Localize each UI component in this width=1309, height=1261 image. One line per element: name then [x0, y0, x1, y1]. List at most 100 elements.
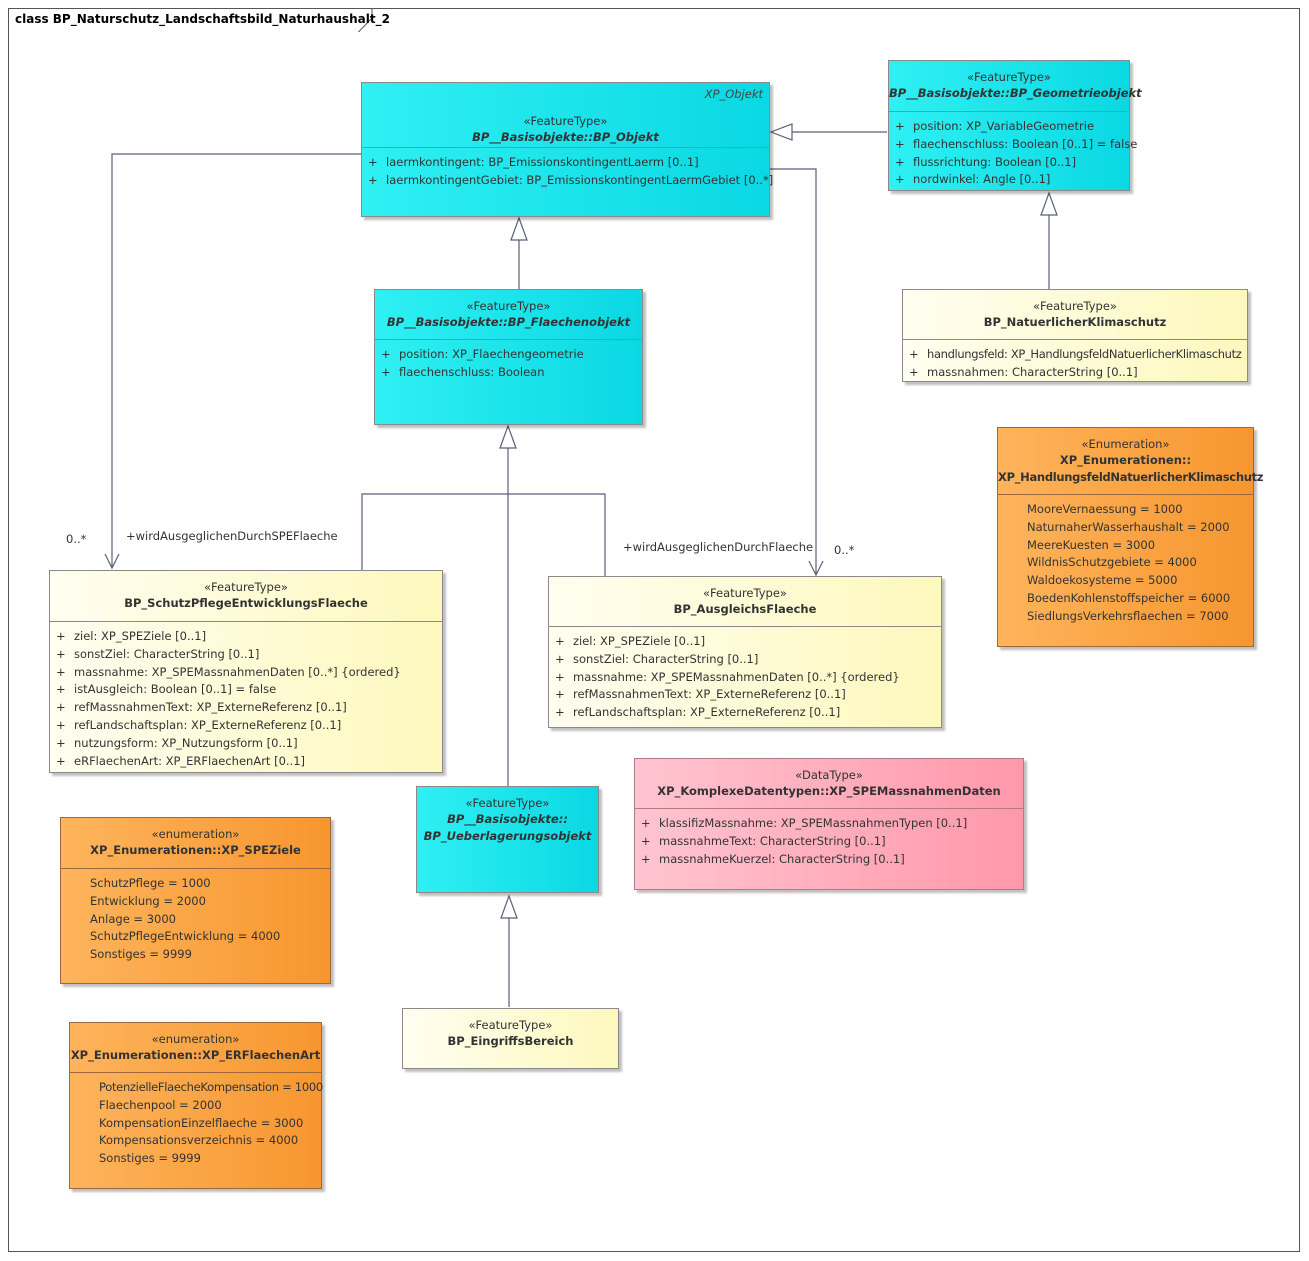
enum-literal: SiedlungsVerkehrsflaechen = 7000 [1027, 608, 1229, 623]
diagram-frame [8, 8, 1300, 1252]
enum-literal: Sonstiges = 9999 [99, 1151, 201, 1166]
stereotype: «DataType» [795, 768, 863, 782]
literal-list: PotenzielleFlaecheKompensation = 1000 Fl… [70, 1072, 323, 1168]
multiplicity-spe: 0..* [66, 532, 87, 546]
attribute-row: +massnahmeText: CharacterString [0..1] [641, 833, 886, 848]
attribute-list: +position: XP_Flaechengeometrie +flaeche… [375, 339, 642, 382]
stereotype: «FeatureType» [1033, 299, 1117, 313]
enum-literal: MooreVernaessung = 1000 [1027, 502, 1183, 516]
enum-name-line1: XP_Enumerationen:: [1059, 453, 1192, 467]
attribute-list: +klassifizMassnahme: XP_SPEMassnahmenTyp… [635, 808, 1023, 868]
attribute-row: +position: XP_VariableGeometrie [895, 119, 1095, 133]
attribute-list: +position: XP_VariableGeometrie +flaeche… [889, 111, 1138, 189]
frame-title: class BP_Naturschutz_Landschaftsbild_Nat… [15, 12, 390, 26]
class-name: BP__Basisobjekte::BP_Flaechenobjekt [386, 315, 631, 329]
enum-literal: KompensationEinzelflaeche = 3000 [99, 1115, 304, 1130]
stereotype: «FeatureType» [204, 580, 288, 594]
parent-tag: XP_Objekt [704, 87, 763, 101]
role-ausgleich: +wirdAusgeglichenDurchFlaeche [623, 540, 814, 554]
attribute-row: +massnahmen: CharacterString [0..1] [909, 364, 1138, 379]
attribute-row: +flussrichtung: Boolean [0..1] [895, 154, 1077, 169]
attribute-row: +position: XP_Flaechengeometrie [381, 347, 584, 361]
attribute-row: +sonstZiel: CharacterString [0..1] [555, 651, 759, 666]
class-name-line2: BP_Ueberlagerungsobjekt [423, 829, 592, 843]
attribute-row: +refMassnahmenText: XP_ExterneReferenz [… [555, 687, 846, 702]
class-bp-flaechenobjekt[interactable]: «FeatureType» BP__Basisobjekte::BP_Flaec… [374, 289, 643, 425]
attribute-row: +ziel: XP_SPEZiele [0..1] [56, 629, 207, 643]
enum-literal: Waldoekosysteme = 5000 [1027, 573, 1178, 588]
class-bp-eingriffsbereich[interactable]: «FeatureType» BP_EingriffsBereich [402, 1008, 619, 1069]
literal-list: SchutzPflege = 1000 Entwicklung = 2000 A… [61, 868, 330, 964]
attribute-row: +refLandschaftsplan: XP_ExterneReferenz … [56, 717, 342, 732]
assoc-line-ausgleich [770, 168, 817, 575]
class-name: BP_AusgleichsFlaeche [673, 602, 817, 616]
attribute-row: +massnahmeKuerzel: CharacterString [0..1… [641, 851, 905, 866]
enum-literal: Sonstiges = 9999 [90, 947, 192, 962]
stereotype: «FeatureType» [465, 796, 550, 810]
class-name: BP__Basisobjekte::BP_Objekt [472, 130, 659, 144]
class-name-line1: BP__Basisobjekte:: [447, 812, 568, 826]
attribute-list: +ziel: XP_SPEZiele [0..1] +sonstZiel: Ch… [549, 626, 941, 722]
attribute-row: +sonstZiel: CharacterString [0..1] [56, 646, 260, 661]
enum-literal: NaturnaherWasserhaushalt = 2000 [1027, 519, 1230, 534]
stereotype: «FeatureType» [967, 70, 1051, 84]
enum-literal: SchutzPflegeEntwicklung = 4000 [90, 929, 281, 944]
enum-name: XP_Enumerationen::XP_ERFlaechenArt [70, 1048, 321, 1062]
enum-literal: SchutzPflege = 1000 [90, 876, 211, 890]
gen-arrow-flaechenobjekt [499, 424, 517, 449]
enum-literal: PotenzielleFlaecheKompensation = 1000 [99, 1080, 323, 1094]
stereotype: «FeatureType» [703, 586, 787, 600]
enum-xp-speziele[interactable]: «enumeration» XP_Enumerationen::XP_SPEZi… [60, 817, 331, 984]
class-bp-objekt[interactable]: XP_Objekt «FeatureType» BP__Basisobjekte… [361, 82, 774, 217]
class-bp-geometrieobjekt[interactable]: «FeatureType» BP__Basisobjekte::BP_Geome… [888, 60, 1142, 191]
stereotype: «Enumeration» [1081, 437, 1170, 451]
attribute-row: +laermkontingentGebiet: BP_Emissionskont… [368, 172, 774, 187]
enum-xp-erflaechenart[interactable]: «enumeration» XP_Enumerationen::XP_ERFla… [69, 1022, 323, 1189]
attribute-row: +flaechenschluss: Boolean [0..1] = false [895, 136, 1138, 151]
attribute-list: +ziel: XP_SPEZiele [0..1] +sonstZiel: Ch… [50, 621, 442, 770]
attribute-row: +eRFlaechenArt: XP_ERFlaechenArt [0..1] [56, 753, 306, 768]
attribute-row: +ziel: XP_SPEZiele [0..1] [555, 634, 706, 648]
literal-list: MooreVernaessung = 1000 NaturnaherWasser… [998, 494, 1253, 626]
enum-literal: Anlage = 3000 [90, 911, 176, 926]
gen-arrow-geometrie [1040, 191, 1058, 216]
role-spe: +wirdAusgeglichenDurchSPEFlaeche [126, 529, 338, 543]
stereotype: «FeatureType» [523, 114, 608, 128]
enum-literal: MeereKuesten = 3000 [1027, 537, 1156, 552]
enum-literal: WildnisSchutzgebiete = 4000 [1027, 555, 1197, 570]
stereotype: «FeatureType» [466, 299, 551, 313]
attribute-row: +klassifizMassnahme: XP_SPEMassnahmenTyp… [641, 816, 968, 830]
assoc-arrow-spe [104, 553, 120, 570]
class-bp-ueberlagerungsobjekt[interactable]: «FeatureType» BP__Basisobjekte:: BP_Uebe… [416, 786, 599, 893]
attribute-row: +refMassnahmenText: XP_ExterneReferenz [… [56, 700, 347, 715]
enum-literal: Kompensationsverzeichnis = 4000 [99, 1133, 299, 1148]
enum-name-line2: XP_HandlungsfeldNatuerlicherKlimaschutz [998, 470, 1264, 484]
class-name: XP_KomplexeDatentypen::XP_SPEMassnahmenD… [657, 784, 1001, 798]
enum-name: XP_Enumerationen::XP_SPEZiele [90, 843, 301, 857]
frame-title-tab [8, 8, 373, 32]
attribute-list: +laermkontingent: BP_Emissionskontingent… [362, 147, 774, 190]
multiplicity-ausgleich: 0..* [834, 543, 855, 557]
attribute-row: +flaechenschluss: Boolean [381, 364, 545, 379]
attribute-row: +massnahme: XP_SPEMassnahmenDaten [0..*]… [555, 669, 900, 684]
attribute-row: +istAusgleich: Boolean [0..1] = false [56, 682, 277, 697]
enum-literal: Entwicklung = 2000 [90, 893, 206, 908]
attribute-row: +nutzungsform: XP_Nutzungsform [0..1] [56, 735, 298, 750]
enum-xp-handlungsfeld[interactable]: «Enumeration» XP_Enumerationen:: XP_Hand… [997, 427, 1264, 647]
enum-literal: BoedenKohlenstoffspeicher = 6000 [1027, 590, 1231, 605]
stereotype: «enumeration» [151, 1032, 240, 1046]
attribute-row: +massnahme: XP_SPEMassnahmenDaten [0..*]… [56, 664, 401, 679]
stereotype: «enumeration» [151, 827, 240, 841]
class-name: BP__Basisobjekte::BP_Geometrieobjekt [889, 86, 1142, 100]
datatype-xp-spemassnahmendaten[interactable]: «DataType» XP_KomplexeDatentypen::XP_SPE… [634, 758, 1024, 890]
gen-arrow-ueberlagerung [500, 894, 518, 919]
class-bp-natuerlicherklimaschutz[interactable]: «FeatureType» BP_NatuerlicherKlimaschutz… [902, 289, 1248, 382]
assoc-arrow-ausgleich [808, 560, 824, 577]
attribute-row: +handlungsfeld: XP_HandlungsfeldNatuerli… [909, 347, 1242, 361]
class-name: BP_SchutzPflegeEntwicklungsFlaeche [124, 596, 368, 610]
class-bp-schutzpflegeentwicklungsflaeche[interactable]: «FeatureType» BP_SchutzPflegeEntwicklung… [49, 570, 443, 773]
assoc-line-spe [111, 153, 361, 568]
stereotype: «FeatureType» [468, 1018, 553, 1032]
class-bp-ausgleichsflaeche[interactable]: «FeatureType» BP_AusgleichsFlaeche +ziel… [548, 576, 942, 728]
